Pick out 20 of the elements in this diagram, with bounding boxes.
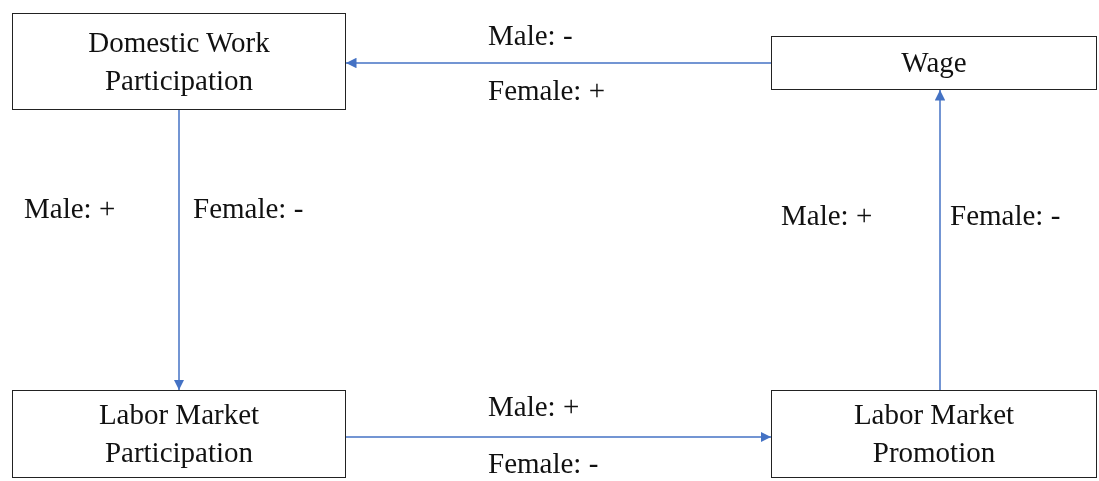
box-label: Labor Market Participation	[97, 397, 261, 470]
arrow	[934, 89, 946, 391]
process-box	[771, 36, 1097, 90]
process-box	[12, 13, 346, 110]
effect-sign-label: Male: -	[488, 18, 573, 53]
arrow	[173, 109, 185, 391]
process-box	[771, 390, 1097, 478]
process-box	[12, 390, 346, 478]
effect-sign-label: Male: +	[488, 389, 580, 424]
effect-sign-label: Female: -	[488, 446, 599, 481]
arrow	[345, 57, 772, 69]
box-label: Domestic Work Participation	[87, 24, 271, 98]
effect-sign-label: Female: +	[488, 73, 606, 108]
box-label: Labor Market Promotion	[852, 397, 1016, 470]
effect-sign-label: Female: -	[193, 191, 304, 226]
box-label: Wage	[901, 45, 967, 81]
effect-sign-label: Male: +	[24, 191, 116, 226]
effect-sign-label: Male: +	[781, 198, 873, 233]
effect-sign-label: Female: -	[950, 198, 1061, 233]
arrow	[345, 431, 772, 443]
